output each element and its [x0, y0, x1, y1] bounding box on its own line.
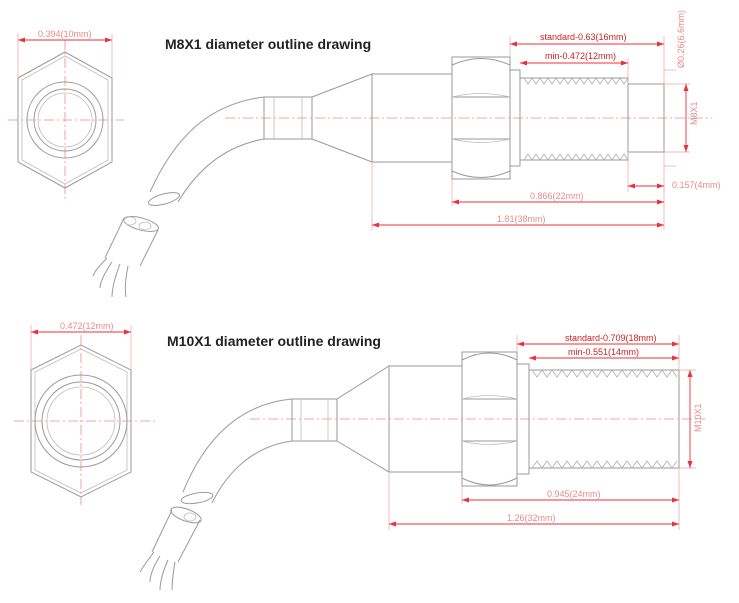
m8x1-total-length: 1.81(38mm) — [497, 214, 546, 224]
m10x1-hex-end-view: 0.472(12mm) — [14, 321, 155, 505]
m8x1-title: M8X1 diameter outline drawing — [165, 36, 371, 52]
m8x1-body-length: 0.866(22mm) — [530, 191, 584, 201]
m10x1-hex-width-label: 0.472(12mm) — [60, 321, 114, 331]
m10x1-drawing: 0.472(12mm) M10X1 diameter outline drawi… — [14, 321, 705, 591]
m8x1-hex-end-view: 0.394(10mm) — [8, 29, 124, 200]
m10x1-side-view: standard-0.709(18mm) min-0.551(14mm) M10… — [139, 333, 705, 591]
m10x1-total-length: 1.26(32mm) — [507, 513, 556, 523]
m10x1-thread-label: M10X1 — [693, 403, 703, 432]
m10x1-standard-length: standard-0.709(18mm) — [565, 333, 657, 343]
m8x1-drawing: 0.394(10mm) M8X1 diameter outline drawin… — [8, 10, 721, 298]
m8x1-right-diameter-label: Ø0.26(6.6mm) — [676, 10, 686, 68]
m8x1-thread-label: M8X1 — [689, 101, 699, 125]
m8x1-hex-width-label: 0.394(10mm) — [38, 29, 92, 39]
m8x1-standard-length: standard-0.63(16mm) — [540, 32, 627, 42]
m8x1-tip-length: 0.157(4mm) — [672, 180, 721, 190]
m8x1-min-length: min-0.472(12mm) — [545, 51, 616, 61]
m8x1-side-view: standard-0.63(16mm) min-0.472(12mm) M8X1… — [92, 10, 721, 298]
m10x1-min-length: min-0.551(14mm) — [568, 347, 639, 357]
m10x1-body-length: 0.945(24mm) — [547, 489, 601, 499]
m10x1-title: M10X1 diameter outline drawing — [167, 333, 381, 349]
